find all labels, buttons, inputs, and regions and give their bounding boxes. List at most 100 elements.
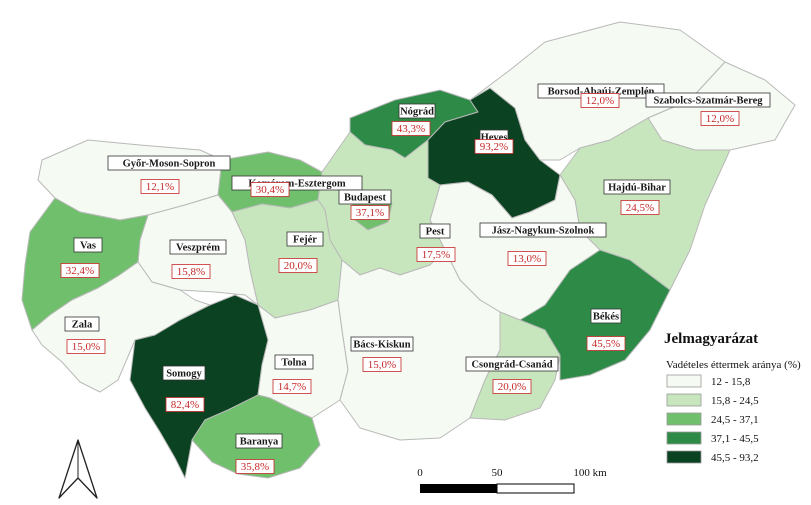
county-value-box xyxy=(235,459,275,474)
county-value: 37,1% xyxy=(356,207,384,219)
county-value: 93,2% xyxy=(480,141,508,153)
county-name-box xyxy=(286,231,324,247)
county-label-veszprem: Veszprém 15,8% xyxy=(169,239,227,279)
county-name-box xyxy=(350,336,414,352)
counties-layer xyxy=(21,21,796,479)
legend: Jelmagyarázat Vadételes éttermek aránya … xyxy=(664,331,801,464)
north-arrow-icon xyxy=(58,439,98,499)
county-value: 12,0% xyxy=(706,113,734,125)
county-value: 15,8% xyxy=(177,266,205,278)
county-name-box xyxy=(338,189,392,205)
county-value: 45,5% xyxy=(592,338,620,350)
county-name: Borsod-Abaúj-Zemplén xyxy=(548,87,655,98)
county-name: Győr-Moson-Sopron xyxy=(123,159,216,170)
county-value-box xyxy=(350,205,390,220)
county-value-box xyxy=(700,111,740,126)
county-name: Tolna xyxy=(281,358,307,369)
legend-swatch-4 xyxy=(666,450,702,464)
county-name-box xyxy=(169,239,227,255)
scale-segment-white xyxy=(496,483,575,494)
legend-items: 12 - 15,8 15,8 - 24,5 24,5 - 37,1 37,1 - 45… xyxy=(666,374,759,464)
legend-subtitle: Vadételes éttermek aránya (%) xyxy=(666,359,801,371)
county-name: Budapest xyxy=(344,193,387,204)
county-name: Veszprém xyxy=(176,243,220,254)
legend-label-2: 24,5 - 37,1 xyxy=(711,414,759,426)
county-label-hajdu-bihar: Hajdú-Bihar 24,5% xyxy=(603,179,671,215)
county-value-box xyxy=(391,121,431,136)
county-name-box xyxy=(590,308,622,324)
county-value: 17,5% xyxy=(422,249,450,261)
county-value: 20,0% xyxy=(284,260,312,272)
legend-label-4: 45,5 - 93,2 xyxy=(711,452,759,464)
county-value: 14,7% xyxy=(278,381,306,393)
county-value-box xyxy=(362,357,402,372)
scale-label-100: 100 km xyxy=(573,467,607,479)
county-label-nograd: Nógrád 43,3% xyxy=(391,103,436,136)
county-value: 35,8% xyxy=(241,461,269,473)
county-name-box xyxy=(162,365,206,381)
county-value: 32,4% xyxy=(66,265,94,277)
county-label-bekes: Békés 45,5% xyxy=(586,308,626,351)
scale-bar: 0 50 100 km xyxy=(417,467,607,494)
county-value: 13,0% xyxy=(513,253,541,265)
county-name: Vas xyxy=(80,241,96,252)
county-value: 20,0% xyxy=(498,381,526,393)
county-value: 24,5% xyxy=(626,202,654,214)
county-name: Zala xyxy=(72,320,93,331)
legend-swatch-3 xyxy=(666,431,702,445)
labels-layer: Győr-Moson-Sopron12,1%Komárom-Esztergom3… xyxy=(60,83,771,474)
legend-label-1: 15,8 - 24,5 xyxy=(711,395,759,407)
legend-label-3: 37,1 - 45,5 xyxy=(711,433,759,445)
county-value-box xyxy=(171,264,211,279)
county-value-box xyxy=(580,93,620,108)
county-name-box xyxy=(398,103,436,119)
county-name: Nógrád xyxy=(400,107,434,118)
county-value-box xyxy=(620,200,660,215)
county-value-box xyxy=(250,182,290,197)
county-name: Békés xyxy=(593,312,619,323)
county-name-box xyxy=(73,237,103,253)
county-label-budapest: Budapest 37,1% xyxy=(338,189,392,220)
county-name: Baranya xyxy=(240,437,279,448)
county-value: 15,0% xyxy=(72,341,100,353)
scale-label-0: 0 xyxy=(417,467,423,479)
county-value-box xyxy=(474,139,514,154)
county-name-box xyxy=(465,356,559,372)
county-label-tolna: Tolna 14,7% xyxy=(272,354,314,394)
county-value-box xyxy=(272,379,312,394)
county-label-zala: Zala 15,0% xyxy=(64,316,106,354)
legend-label-0: 12 - 15,8 xyxy=(711,376,751,388)
county-name-box xyxy=(603,179,671,195)
county-name-box xyxy=(107,155,231,171)
county-name: Komárom-Esztergom xyxy=(248,179,345,190)
county-value: 12,0% xyxy=(586,95,614,107)
county-value: 82,4% xyxy=(171,399,199,411)
legend-swatch-2 xyxy=(666,412,702,426)
county-value-box xyxy=(140,179,180,194)
county-value: 30,4% xyxy=(256,184,284,196)
county-value-box xyxy=(492,379,532,394)
county-label-vas: Vas 32,4% xyxy=(60,237,103,278)
county-label-baranya: Baranya 35,8% xyxy=(235,433,283,474)
legend-swatch-1 xyxy=(666,393,702,407)
scale-segment-black xyxy=(420,484,497,493)
county-name-box xyxy=(274,354,314,370)
scale-label-50: 50 xyxy=(492,467,504,479)
county-value-box xyxy=(586,336,626,351)
county-value: 43,3% xyxy=(397,123,425,135)
county-value-box xyxy=(60,263,100,278)
county-label-jasz-nagykun-szolnok: Jász-Nagykun-Szolnok 13,0% xyxy=(479,222,607,266)
county-name: Jász-Nagykun-Szolnok xyxy=(492,226,595,237)
county-name-box xyxy=(419,223,451,239)
county-value-box xyxy=(278,258,318,273)
county-name: Hajdú-Bihar xyxy=(608,183,666,194)
